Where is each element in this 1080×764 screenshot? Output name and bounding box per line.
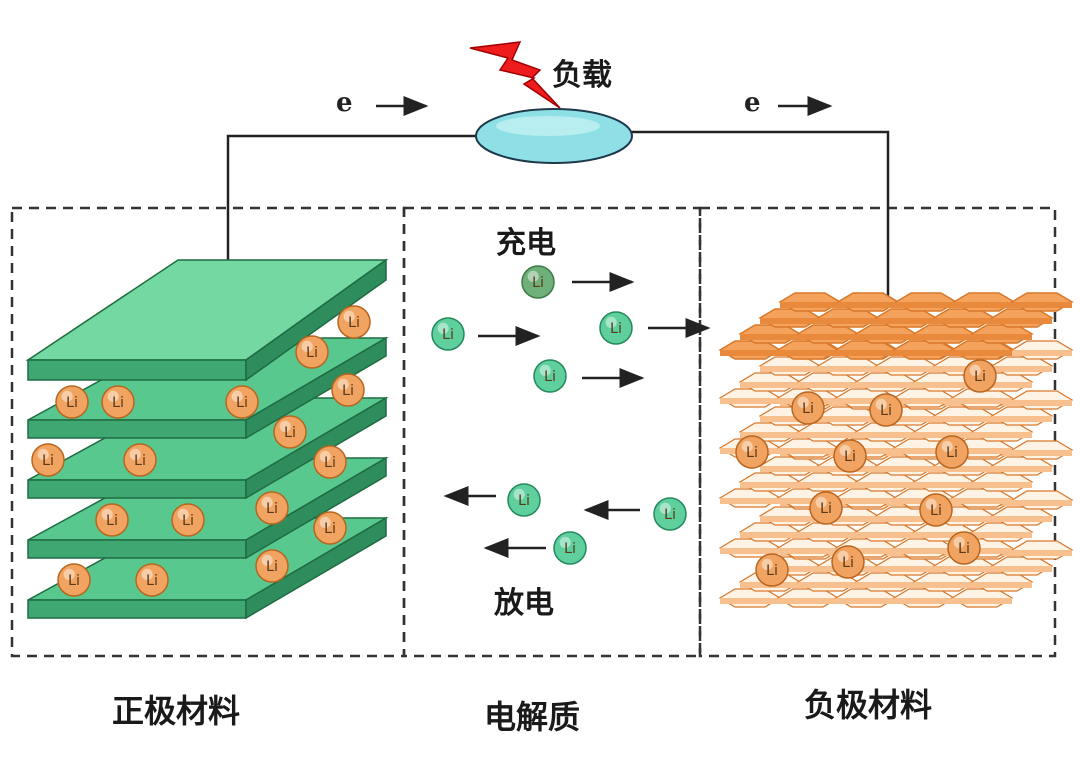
- wire-right: [630, 130, 890, 302]
- lithium-ion: Li: [809, 491, 843, 525]
- cathode-plate: [27, 516, 389, 620]
- lithium-ion: Li: [963, 359, 997, 393]
- lithium-ion: Li: [55, 385, 89, 419]
- lithium-ion-symbol: Li: [266, 559, 278, 575]
- wire-left: [226, 134, 478, 290]
- lithium-ion: Li: [533, 359, 567, 393]
- lithium-ion: Li: [337, 305, 371, 339]
- lithium-ion-symbol: Li: [544, 369, 556, 385]
- graphite-layer: [718, 292, 1074, 360]
- lithium-ion-symbol: Li: [42, 453, 54, 469]
- cathode-plates: [25, 258, 389, 620]
- lithium-ion-symbol: Li: [112, 395, 124, 411]
- lithium-ion: Li: [225, 385, 259, 419]
- lightning-bolt-icon: [469, 41, 561, 109]
- lithium-ion: Li: [553, 531, 587, 565]
- lithium-ion: Li: [831, 545, 865, 579]
- lithium-ion-symbol: Li: [68, 573, 80, 589]
- lithium-ion: Li: [507, 483, 541, 517]
- lithium-ion-symbol: Li: [324, 455, 336, 471]
- cathode-label: 正极材料: [112, 692, 241, 730]
- lithium-ion: Li: [255, 549, 289, 583]
- lithium-ion: Li: [935, 435, 969, 469]
- cathode-plate: [25, 258, 389, 382]
- lithium-ion: Li: [833, 439, 867, 473]
- lithium-ion-symbol: Li: [324, 521, 336, 537]
- lithium-ion: Li: [57, 563, 91, 597]
- lithium-ion-symbol: Li: [880, 403, 892, 419]
- lithium-ion: Li: [919, 493, 953, 527]
- lithium-ion-symbol: Li: [236, 395, 248, 411]
- lithium-ion-symbol: Li: [664, 507, 676, 523]
- load-label: 负载: [552, 58, 612, 93]
- lithium-ion-symbol: Li: [134, 453, 146, 469]
- lithium-ion: Li: [791, 391, 825, 425]
- lithium-ion-symbol: Li: [974, 369, 986, 385]
- anode-region: [698, 206, 1057, 658]
- lithium-ion: Li: [735, 435, 769, 469]
- lithium-ion-symbol: Li: [284, 425, 296, 441]
- lithium-ion-symbol: Li: [820, 501, 832, 517]
- lithium-ion-symbol: Li: [146, 573, 158, 589]
- lithium-ion-symbol: Li: [106, 513, 118, 529]
- lithium-ion-symbol: Li: [946, 445, 958, 461]
- lithium-ion-symbol: Li: [182, 513, 194, 529]
- load-highlight: [496, 116, 600, 136]
- lithium-ion: Li: [313, 511, 347, 545]
- lithium-ion-symbol: Li: [564, 541, 576, 557]
- lithium-ion-symbol: Li: [844, 449, 856, 465]
- lithium-ion-symbol: Li: [610, 321, 622, 337]
- lithium-ion-symbol: Li: [766, 563, 778, 579]
- lithium-ion: Li: [599, 311, 633, 345]
- lithium-ion: Li: [101, 385, 135, 419]
- lithium-ion-symbol: Li: [342, 383, 354, 399]
- lithium-ion-symbol: Li: [266, 501, 278, 517]
- lithium-ion: Li: [947, 531, 981, 565]
- electron-label-right: e: [744, 88, 761, 118]
- lithium-ion-symbol: Li: [518, 493, 530, 509]
- lithium-ion-symbol: Li: [930, 503, 942, 519]
- lithium-ion-symbol: Li: [66, 395, 78, 411]
- lithium-ion: Li: [755, 553, 789, 587]
- lithium-ion-symbol: Li: [532, 275, 544, 291]
- lithium-ion: Li: [255, 491, 289, 525]
- lithium-ion-symbol: Li: [802, 401, 814, 417]
- lithium-ion: Li: [431, 317, 465, 351]
- lithium-ion: Li: [869, 393, 903, 427]
- lithium-ion-symbol: Li: [958, 541, 970, 557]
- lithium-ion-symbol: Li: [746, 445, 758, 461]
- lithium-ion: Li: [135, 563, 169, 597]
- lithium-ion: Li: [95, 503, 129, 537]
- lithium-ion-symbol: Li: [442, 327, 454, 343]
- ion-flow-arrows: [443, 272, 711, 558]
- lithium-ion: Li: [295, 335, 329, 369]
- lithium-ion: Li: [123, 443, 157, 477]
- charge-label: 充电: [496, 226, 556, 261]
- lithium-ion: Li: [313, 445, 347, 479]
- lithium-ion: Li: [273, 415, 307, 449]
- lithium-ion: Li: [521, 265, 555, 299]
- lithium-ion: Li: [331, 373, 365, 407]
- discharge-label: 放电: [494, 586, 554, 621]
- lithium-ion-symbol: Li: [306, 345, 318, 361]
- lithium-ion: Li: [653, 497, 687, 531]
- electrolyte-label: 电解质: [484, 698, 581, 736]
- anode-label: 负极材料: [804, 686, 933, 724]
- lithium-ion-symbol: Li: [348, 315, 360, 331]
- electron-label-left: e: [336, 88, 353, 118]
- lithium-ion-symbol: Li: [842, 555, 854, 571]
- lithium-ion: Li: [171, 503, 205, 537]
- lithium-ion: Li: [31, 443, 65, 477]
